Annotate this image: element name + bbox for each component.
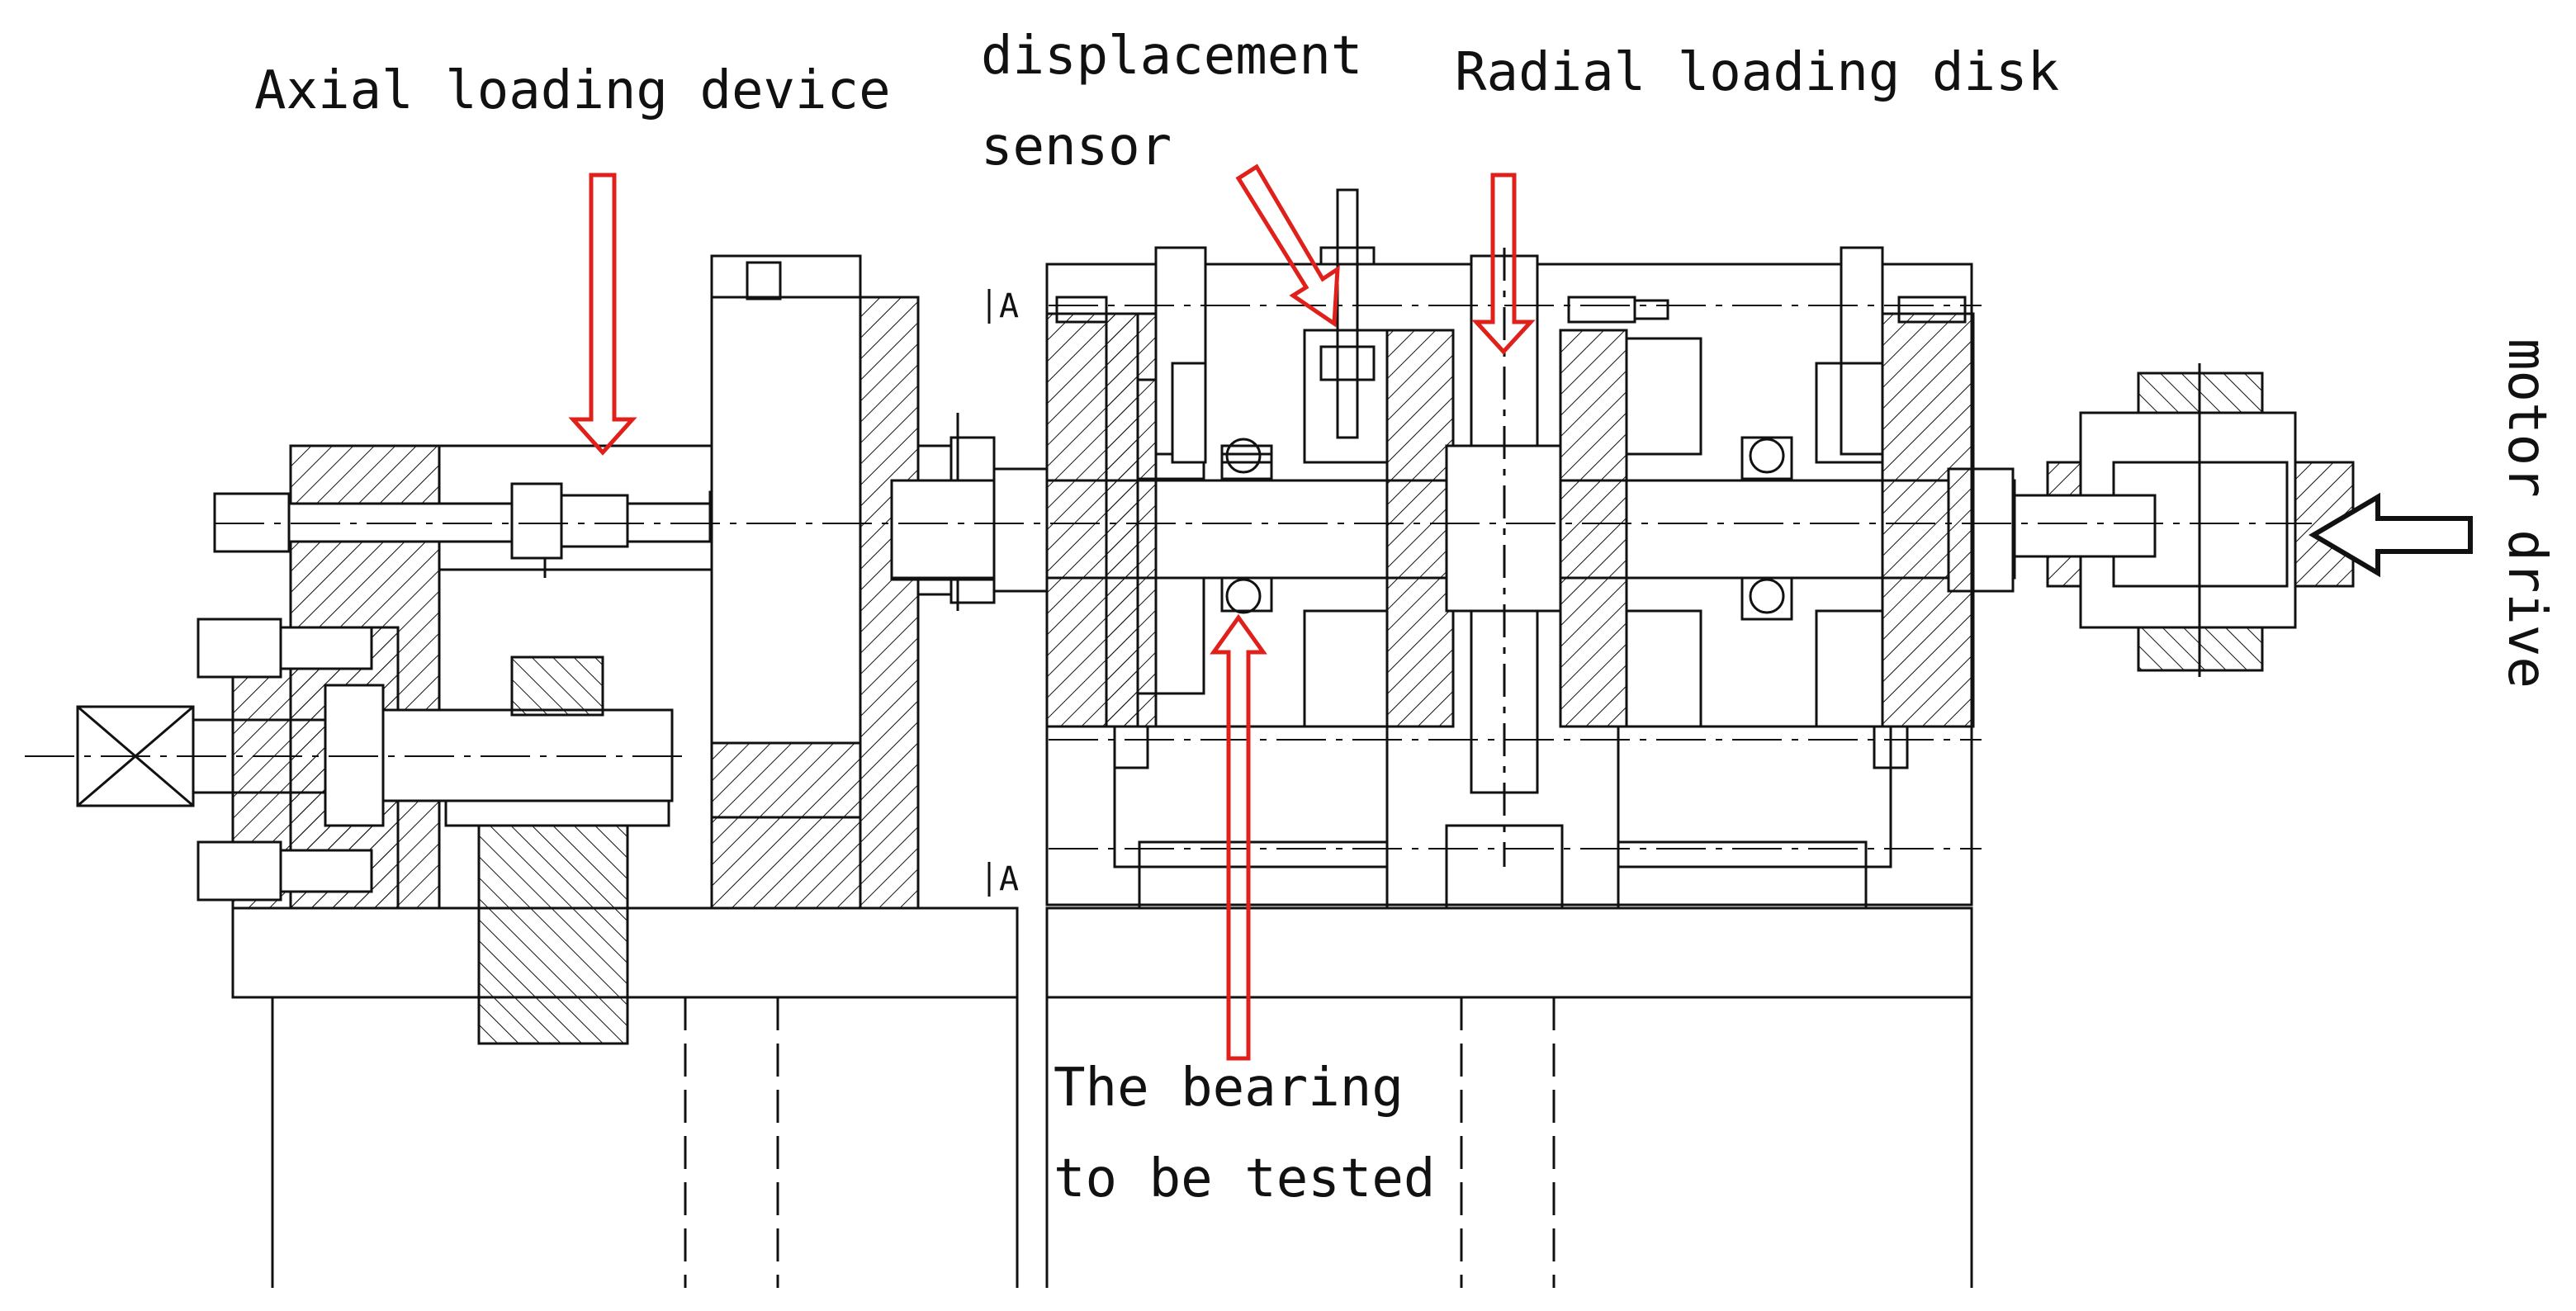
axial-block [710, 254, 862, 819]
label-axial-loading-device: Axial loading device [254, 60, 891, 121]
radial-arrow [1471, 173, 1536, 355]
axial-arrow [568, 173, 637, 456]
label-sensor: sensor [981, 116, 1172, 177]
section-mark-top: A [999, 287, 1020, 325]
label-bearing-line2: to be tested [1054, 1148, 1436, 1209]
motor-drive-arrow [2308, 492, 2473, 578]
section-mark-bottom: A [999, 860, 1020, 898]
base-plate-right [1045, 906, 1973, 999]
label-bearing-line1: The bearing [1054, 1058, 1404, 1119]
sensor-arrow [1235, 163, 1340, 328]
label-motor-drive: motor drive [2496, 338, 2557, 689]
bearing-arrow [1210, 613, 1267, 1061]
label-radial-loading-disk: Radial loading disk [1455, 42, 2060, 103]
label-displacement: displacement [981, 26, 1363, 87]
